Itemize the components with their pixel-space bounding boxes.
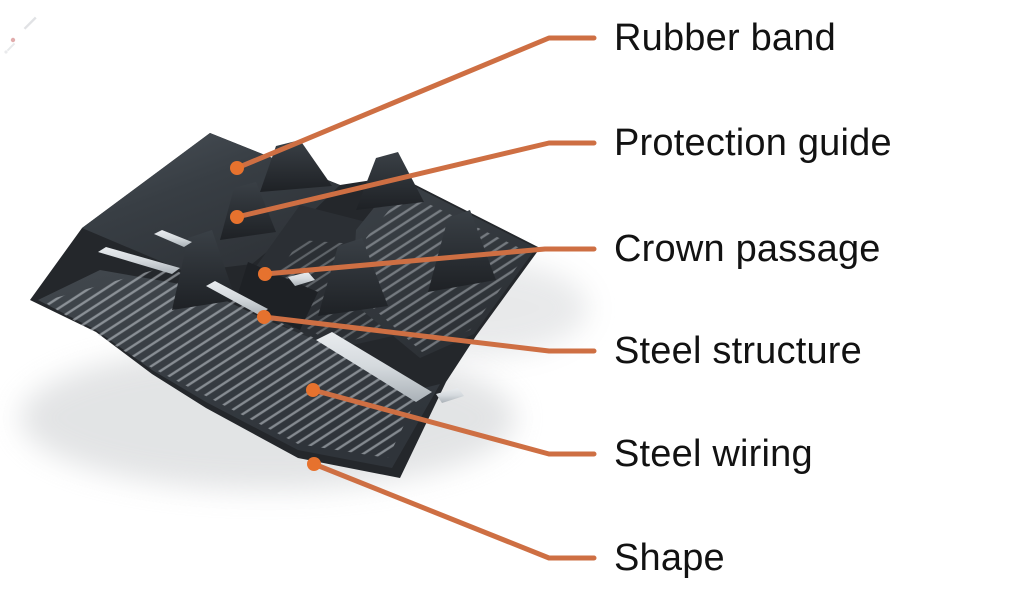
callout-dots bbox=[230, 161, 321, 471]
leader-line-rubber-band bbox=[234, 35, 597, 171]
callout-dot-protection-guide bbox=[230, 210, 244, 224]
crown-passage-channel bbox=[236, 262, 318, 330]
leader-line-shape bbox=[311, 461, 597, 561]
leader-line-steel-structure bbox=[261, 314, 597, 354]
steel-strip-large bbox=[316, 332, 432, 402]
tread-ribs bbox=[44, 266, 422, 458]
callout-dot-shape bbox=[307, 457, 321, 471]
scan-artifact bbox=[4, 16, 37, 54]
guide-lug-right bbox=[428, 210, 496, 292]
label-protection-guide: Protection guide bbox=[614, 122, 892, 164]
label-shape: Shape bbox=[614, 537, 725, 579]
steel-strip bbox=[98, 247, 180, 274]
callout-dot-rubber-band bbox=[230, 161, 244, 175]
leader-line-protection-guide bbox=[234, 140, 597, 220]
label-rubber-band: Rubber band bbox=[614, 17, 836, 59]
callout-dot-steel-wiring bbox=[306, 383, 320, 397]
label-steel-wiring: Steel wiring bbox=[614, 433, 813, 475]
leader-line-crown-passage bbox=[262, 246, 597, 277]
steel-structure-strips bbox=[98, 230, 464, 403]
leader-line-steel-wiring bbox=[310, 387, 597, 457]
steel-strip bbox=[154, 230, 192, 247]
track-pad bbox=[30, 133, 540, 478]
callout-dot-crown-passage bbox=[258, 267, 272, 281]
steel-strip bbox=[206, 281, 268, 315]
label-crown-passage: Crown passage bbox=[614, 228, 881, 270]
guide-lug-center bbox=[220, 182, 276, 240]
callout-dot-steel-structure bbox=[257, 310, 271, 324]
steel-strip bbox=[288, 272, 315, 286]
label-steel-structure: Steel structure bbox=[614, 330, 862, 372]
callout-leaders bbox=[234, 35, 597, 561]
guide-lug-back-left bbox=[260, 140, 332, 192]
guide-lug-front-mid bbox=[318, 238, 388, 316]
steel-strip bbox=[436, 388, 464, 403]
